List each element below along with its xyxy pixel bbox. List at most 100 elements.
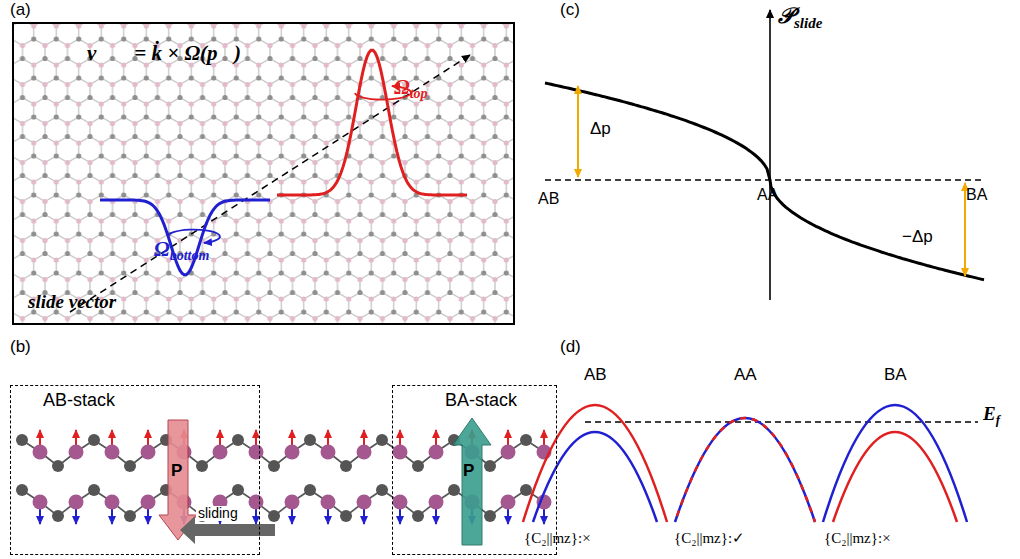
axis-label: 𝒫 [778, 4, 794, 28]
atom [304, 484, 316, 496]
atom [33, 445, 48, 460]
atom [141, 445, 156, 460]
atom [213, 445, 228, 460]
stack-tick: AB [538, 190, 559, 208]
stack-box: AB-stackP [10, 385, 260, 555]
atom [340, 460, 352, 472]
atom [124, 460, 136, 472]
slide-vector-label: slide vector [28, 292, 116, 313]
atom [285, 445, 300, 460]
atom [232, 434, 244, 446]
atom [376, 434, 388, 446]
stack-title: BA [884, 366, 907, 385]
subscript: slide [794, 15, 822, 32]
delta-arrow [577, 86, 579, 177]
atom [484, 460, 496, 472]
atom [249, 495, 264, 510]
berry-curvature [100, 50, 467, 274]
atom [52, 510, 64, 522]
delta-arrow [964, 183, 966, 276]
atom [376, 484, 388, 496]
atom [33, 495, 48, 510]
zero-line [545, 179, 985, 180]
sliding-label: sliding [196, 506, 240, 521]
bilayer-lattice [16, 418, 552, 545]
band [823, 405, 967, 522]
polarization-curve [545, 83, 984, 280]
gaussian-top [277, 50, 467, 195]
atom [429, 445, 444, 460]
polarization-arrow [453, 418, 491, 545]
stack-tick: BA [966, 186, 987, 204]
stack-label: BA-stack [445, 391, 517, 411]
atom [501, 445, 516, 460]
fermi-line [585, 421, 978, 422]
atom [285, 495, 300, 510]
atom [141, 495, 156, 510]
panel-label: (c) [560, 1, 580, 20]
atom [412, 510, 424, 522]
atom [357, 445, 372, 460]
subscript: f [996, 413, 1000, 427]
atom [484, 510, 496, 522]
atom [321, 445, 336, 460]
atom [357, 495, 372, 510]
delta-label: −Δp [902, 228, 933, 247]
atom [268, 460, 280, 472]
panel-label: (d) [560, 338, 581, 357]
omega-symbol: Ω [394, 76, 410, 99]
stack-title: AB [584, 366, 607, 385]
stack-title: AA [734, 366, 757, 385]
polarization-label: P [171, 462, 182, 481]
bands [523, 405, 967, 522]
symmetry-label: {C₂||mz}:× [524, 530, 591, 547]
atom [249, 445, 264, 460]
atom [88, 434, 100, 446]
axis [769, 10, 771, 300]
atom [501, 495, 516, 510]
band [675, 418, 815, 522]
atom [304, 434, 316, 446]
atom [232, 484, 244, 496]
delta-label: Δp [590, 120, 611, 139]
atom [429, 495, 444, 510]
atom [268, 510, 280, 522]
panel-label: (b) [10, 338, 31, 357]
atom [69, 445, 84, 460]
fermi-label: E [983, 404, 996, 425]
atom [88, 484, 100, 496]
atom [69, 495, 84, 510]
atom [448, 484, 460, 496]
band [675, 418, 815, 522]
gaussian-bottom [100, 200, 270, 275]
lattice [12, 22, 515, 325]
atom [105, 445, 120, 460]
polarization-label: P [463, 462, 474, 481]
symmetry-label: {C₂||mz}:× [824, 530, 891, 547]
stack-tick: AA [757, 186, 778, 204]
atom [393, 495, 408, 510]
atom [321, 495, 336, 510]
panel-label: (a) [10, 1, 31, 20]
symmetry-label: {C₂||mz}:✓ [674, 530, 745, 547]
slide-vector-line [70, 55, 470, 312]
stack-label: AB-stack [43, 391, 115, 411]
formula: v⃗⊥ = k̇ × Ω(p⃗) [87, 42, 241, 65]
atom [105, 495, 120, 510]
atom [16, 484, 28, 496]
subscript: bottom [170, 248, 210, 263]
omega-symbol: Ω [154, 238, 170, 261]
band [523, 405, 667, 522]
atom [393, 445, 408, 460]
atom [520, 434, 532, 446]
subscript: top [410, 86, 428, 101]
atom [124, 510, 136, 522]
atom [520, 484, 532, 496]
stack-box: BA-stackP [392, 385, 557, 555]
atom [16, 434, 28, 446]
atom [412, 460, 424, 472]
rotation-arrow [168, 230, 220, 243]
atom [52, 460, 64, 472]
panel-frame: v⃗⊥ = k̇ × Ω(p⃗)ΩtopΩbottomslide vector [12, 22, 515, 325]
